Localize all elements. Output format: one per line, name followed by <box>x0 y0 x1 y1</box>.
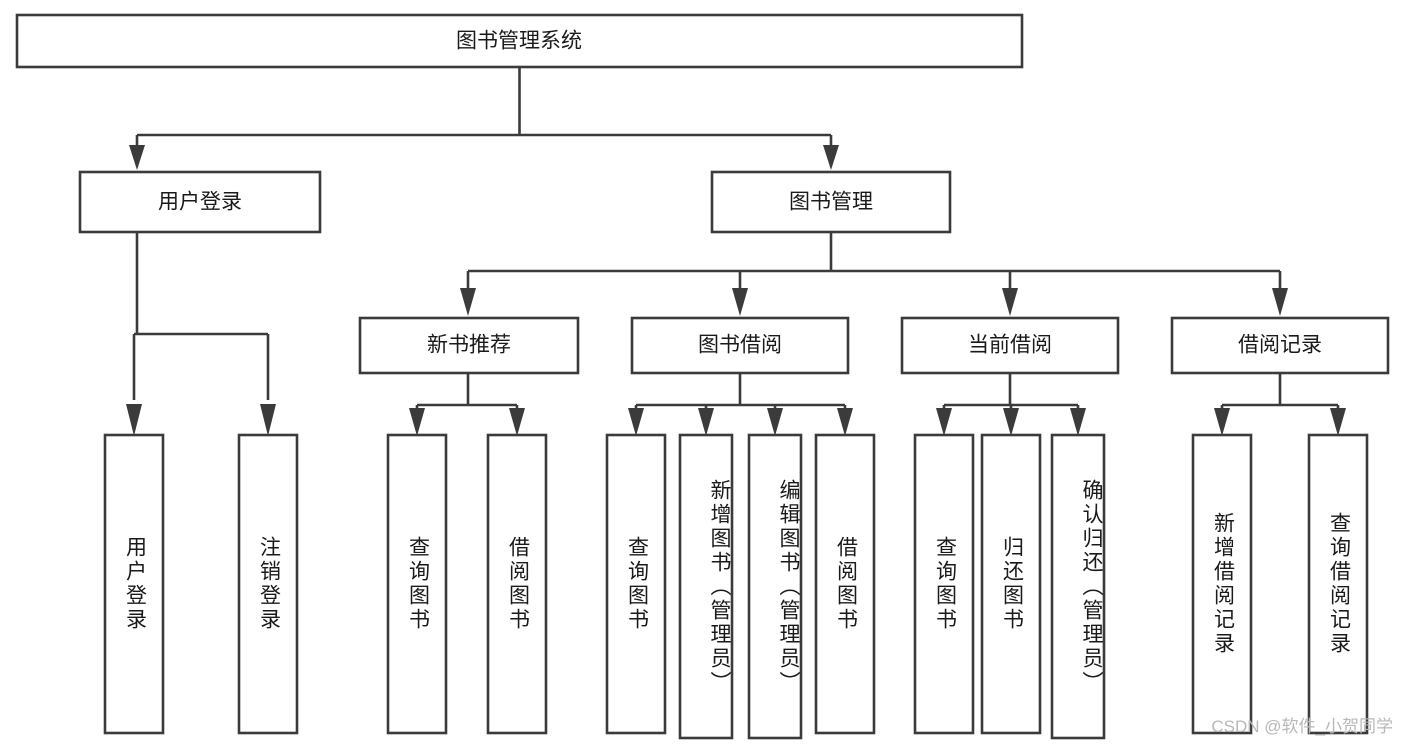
csdn-watermark: CSDN @软件_小贺同学 <box>1211 717 1393 736</box>
arrow-head-br-leaf-1 <box>1214 408 1230 436</box>
connector-group-current-borrow <box>936 373 1086 436</box>
connector-group-new-book <box>409 373 525 436</box>
node-box-user-login[interactable] <box>78 170 322 234</box>
arrow-head-bb-leaf-3 <box>767 408 783 436</box>
arrow-head-borrow-record <box>1272 288 1288 316</box>
node-box-leaf-bb-query[interactable] <box>605 433 667 735</box>
node-box-leaf-nb-query[interactable] <box>386 433 448 735</box>
connector-group-user-login <box>126 232 276 436</box>
connector-group-borrow-record <box>1214 373 1346 436</box>
node-box-leaf-cb-query[interactable] <box>913 433 975 735</box>
node-box-leaf-bb-edit[interactable] <box>747 433 803 740</box>
node-box-leaf-br-query[interactable] <box>1307 433 1369 735</box>
node-box-leaf-logout[interactable] <box>237 433 299 735</box>
node-box-current-borrow[interactable] <box>900 316 1120 375</box>
connector-group-root <box>129 67 839 170</box>
node-label-book-borrow: 图书借阅 <box>698 334 782 357</box>
arrow-head-nb-leaf-1 <box>409 408 425 436</box>
node-label-borrow-record: 借阅记录 <box>1238 334 1322 357</box>
arrow-head-bb-leaf-1 <box>628 408 644 436</box>
arrow-head-cb-leaf-1 <box>936 408 952 436</box>
arrow-head-leaf-logout <box>260 404 276 436</box>
node-label-current-borrow: 当前借阅 <box>968 334 1052 357</box>
node-box-leaf-bb-borrow[interactable] <box>814 433 876 735</box>
arrow-head-book-mgmt <box>823 145 839 170</box>
node-box-leaf-cb-return[interactable] <box>980 433 1042 735</box>
node-label-book-management: 图书管理 <box>789 191 873 214</box>
node-box-borrow-record[interactable] <box>1170 316 1390 375</box>
arrow-head-current-borrow <box>1002 288 1018 316</box>
node-label-new-book-recommend: 新书推荐 <box>427 334 511 357</box>
arrow-head-user-login <box>129 145 145 170</box>
arrow-head-cb-leaf-3 <box>1070 408 1086 436</box>
arrow-head-bb-leaf-4 <box>837 408 853 436</box>
arrow-head-nb-leaf-2 <box>509 408 525 436</box>
node-box-leaf-user-login[interactable] <box>103 433 165 735</box>
arrow-head-cb-leaf-2 <box>1003 408 1019 436</box>
node-label-user-login: 用户登录 <box>158 191 242 214</box>
node-label-root: 图书管理系统 <box>456 30 582 53</box>
node-box-book-borrow[interactable] <box>630 316 850 375</box>
arrow-head-book-borrow <box>732 288 748 316</box>
node-box-book-management[interactable] <box>710 170 952 234</box>
arrow-head-leaf-user-login <box>126 404 142 436</box>
node-box-leaf-cb-confirm[interactable] <box>1050 433 1106 740</box>
node-box-new-book-recommend[interactable] <box>358 316 580 375</box>
connector-group-book-mgmt <box>460 232 1288 316</box>
node-box-root[interactable] <box>15 13 1024 69</box>
arrow-head-br-leaf-2 <box>1330 408 1346 436</box>
node-box-leaf-br-add[interactable] <box>1191 433 1253 735</box>
node-box-leaf-nb-borrow[interactable] <box>486 433 548 735</box>
node-box-leaf-bb-add[interactable] <box>678 433 734 740</box>
arrow-head-new-book <box>460 288 476 316</box>
connector-group-book-borrow <box>628 373 853 436</box>
arrow-head-bb-leaf-2 <box>698 408 714 436</box>
